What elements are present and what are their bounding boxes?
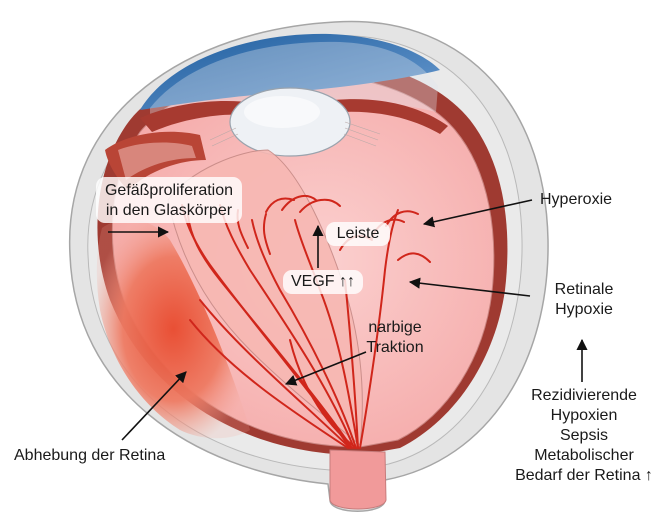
label-narbige-line1: narbige [350,318,440,338]
label-hyperoxie: Hyperoxie [540,190,612,210]
label-gefaess-line2: in den Glaskörper [96,201,242,221]
label-retinale-line1: Retinale [544,280,624,300]
label-narbige-traktion: narbige Traktion [350,318,440,358]
label-rez-line2: Hypoxien [508,406,660,426]
label-abhebung: Abhebung der Retina [14,446,165,466]
label-retinale-hypoxie: Retinale Hypoxie [544,280,624,320]
label-rez-line4: Metabolischer [508,446,660,466]
label-rez-line1: Rezidivierende [508,386,660,406]
label-vegf: VEGF ↑↑ [283,272,363,292]
label-retinale-line2: Hypoxie [544,300,624,320]
label-gefaessproliferation: Gefäßproliferation in den Glaskörper [96,181,242,221]
label-rez-line3: Sepsis [508,426,660,446]
lens-shine [244,96,320,128]
label-narbige-line2: Traktion [350,338,440,358]
label-leiste: Leiste [326,224,390,244]
label-gefaess-line1: Gefäßproliferation [96,181,242,201]
label-rezidivierende-causes: Rezidivierende Hypoxien Sepsis Metabolis… [508,386,660,486]
label-rez-line5: Bedarf der Retina ↑ [508,466,660,486]
optic-nerve [330,450,386,509]
